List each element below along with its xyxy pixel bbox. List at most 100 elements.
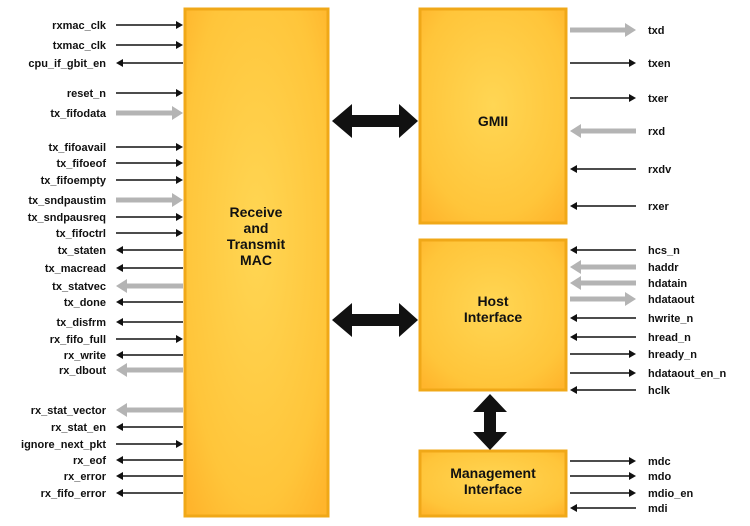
signal-hready-n-label: hready_n <box>648 349 697 361</box>
signal-hclk-label: hclk <box>648 385 671 397</box>
signal-rx-stat-vector-arrowhead <box>116 403 127 417</box>
gmii-block: GMII <box>418 7 568 225</box>
signal-tx-sndpaustim-label: tx_sndpaustim <box>28 195 106 207</box>
signal-ignore-next-pkt-arrowhead <box>176 440 183 448</box>
signal-tx-disfrm-label: tx_disfrm <box>56 317 106 329</box>
signal-tx-fifoeof-arrowhead <box>176 159 183 167</box>
signal-txen-arrowhead <box>629 59 636 67</box>
signal-rx-write-label: rx_write <box>64 350 106 362</box>
signal-tx-fifoempty-label: tx_fifoempty <box>41 175 107 187</box>
signal-tx-fifoavail-arrowhead <box>176 143 183 151</box>
signal-tx-fifoavail-label: tx_fifoavail <box>49 142 106 154</box>
signal-tx-sndpaustim-arrowhead <box>172 193 183 207</box>
signal-rx-dbout-label: rx_dbout <box>59 365 106 377</box>
signal-txer-label: txer <box>648 93 669 105</box>
signal-ignore-next-pkt-label: ignore_next_pkt <box>21 439 106 451</box>
signal-tx-macread-label: tx_macread <box>45 263 106 275</box>
signal-mdc-arrowhead <box>629 457 636 465</box>
signal-tx-statvec-arrowhead <box>116 279 127 293</box>
signal-txd-arrowhead <box>625 23 636 37</box>
signal-hread-n-arrowhead <box>570 333 577 341</box>
signal-tx-fifodata-arrowhead <box>172 106 183 120</box>
signal-rxer-label: rxer <box>648 201 670 213</box>
signal-rxmac-clk-arrowhead <box>176 21 183 29</box>
mac-gmii-connector <box>332 104 418 138</box>
signal-rx-eof-label: rx_eof <box>73 455 106 467</box>
signal-tx-fifoeof-label: tx_fifoeof <box>57 158 107 170</box>
host-mgmt-connector <box>473 394 507 450</box>
signal-rx-stat-vector-label: rx_stat_vector <box>31 405 107 417</box>
signal-tx-statvec-label: tx_statvec <box>52 281 106 293</box>
signal-tx-fifoempty-arrowhead <box>176 176 183 184</box>
signal-mdo-label: mdo <box>648 471 672 483</box>
signal-rx-fifo-full-arrowhead <box>176 335 183 343</box>
signal-rxd-arrowhead <box>570 124 581 138</box>
signal-hcs-n-arrowhead <box>570 246 577 254</box>
signal-txmac-clk-arrowhead <box>176 41 183 49</box>
signal-mdio-en-label: mdio_en <box>648 488 694 500</box>
signal-hdataout-en-n-label: hdataout_en_n <box>648 368 727 380</box>
signal-cpu-if-gbit-en-arrowhead <box>116 59 123 67</box>
signal-hdatain-arrowhead <box>570 276 581 290</box>
signal-hcs-n-label: hcs_n <box>648 245 680 257</box>
signal-tx-fifoctrl-arrowhead <box>176 229 183 237</box>
signal-rx-stat-en-arrowhead <box>116 423 123 431</box>
signal-txer-arrowhead <box>629 94 636 102</box>
signal-hdataout-label: hdataout <box>648 294 695 306</box>
signal-mdi-label: mdi <box>648 503 668 515</box>
signal-cpu-if-gbit-en-label: cpu_if_gbit_en <box>28 58 106 70</box>
signal-hread-n-label: hread_n <box>648 332 691 344</box>
signal-rxd-label: rxd <box>648 126 665 138</box>
signal-rx-write-arrowhead <box>116 351 123 359</box>
signal-rxdv-arrowhead <box>570 165 577 173</box>
signal-tx-staten-arrowhead <box>116 246 123 254</box>
signal-tx-macread-arrowhead <box>116 264 123 272</box>
signal-mdc-label: mdc <box>648 456 671 468</box>
signal-reset-n-label: reset_n <box>67 88 106 100</box>
signal-rx-dbout-arrowhead <box>116 363 127 377</box>
signal-hdatain-label: hdatain <box>648 278 687 290</box>
signal-tx-done-arrowhead <box>116 298 123 306</box>
signal-rx-error-arrowhead <box>116 472 123 480</box>
signal-rxer-arrowhead <box>570 202 577 210</box>
signal-haddr-arrowhead <box>570 260 581 274</box>
signal-tx-disfrm-arrowhead <box>116 318 123 326</box>
signal-rxdv-label: rxdv <box>648 164 672 176</box>
signal-hdataout-en-n-arrowhead <box>629 369 636 377</box>
signal-rx-fifo-full-label: rx_fifo_full <box>50 334 106 346</box>
signal-hwrite-n-arrowhead <box>570 314 577 322</box>
signal-tx-fifoctrl-label: tx_fifoctrl <box>56 228 106 240</box>
signal-tx-fifodata-label: tx_fifodata <box>50 108 107 120</box>
signal-txen-label: txen <box>648 58 671 70</box>
signal-mdi-arrowhead <box>570 504 577 512</box>
signal-hclk-arrowhead <box>570 386 577 394</box>
signal-hwrite-n-label: hwrite_n <box>648 313 694 325</box>
signal-reset-n-arrowhead <box>176 89 183 97</box>
signal-tx-sndpausreq-label: tx_sndpausreq <box>28 212 106 224</box>
signal-rx-stat-en-label: rx_stat_en <box>51 422 106 434</box>
signal-rx-fifo-error-label: rx_fifo_error <box>41 488 107 500</box>
signal-mdo-arrowhead <box>629 472 636 480</box>
signal-rx-fifo-error-arrowhead <box>116 489 123 497</box>
signal-mdio-en-arrowhead <box>629 489 636 497</box>
signal-tx-sndpausreq-arrowhead <box>176 213 183 221</box>
signal-tx-staten-label: tx_staten <box>58 245 107 257</box>
signal-haddr-label: haddr <box>648 262 679 274</box>
signal-txd-label: txd <box>648 25 665 37</box>
signal-rxmac-clk-label: rxmac_clk <box>52 20 107 32</box>
signal-hready-n-arrowhead <box>629 350 636 358</box>
signal-tx-done-label: tx_done <box>64 297 106 309</box>
signal-hdataout-arrowhead <box>625 292 636 306</box>
signal-rx-eof-arrowhead <box>116 456 123 464</box>
signal-rx-error-label: rx_error <box>64 471 107 483</box>
mac-host-connector <box>332 303 418 337</box>
signal-txmac-clk-label: txmac_clk <box>53 40 107 52</box>
gmii-block-label: GMII <box>478 113 508 129</box>
